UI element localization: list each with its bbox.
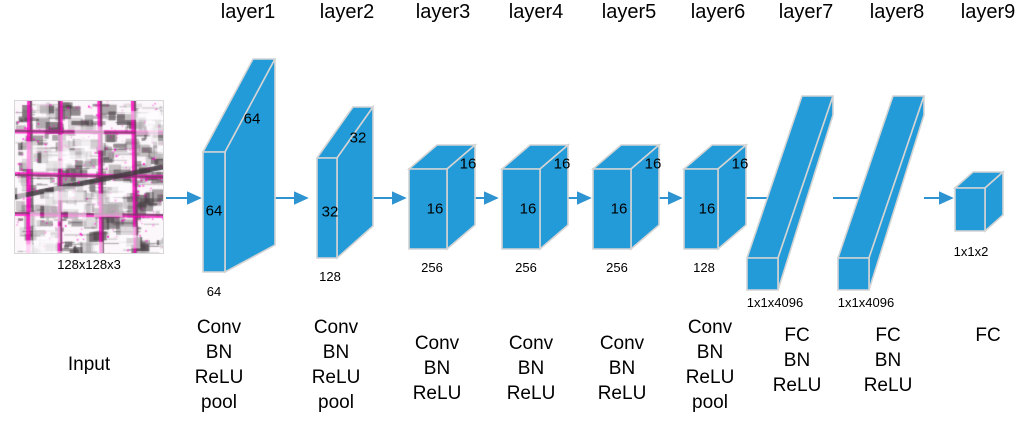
block-layer9 [952, 170, 1006, 233]
layer1-depth-label: 64 [243, 110, 261, 128]
input-image [14, 100, 164, 254]
layer1-width-label: 64 [206, 284, 222, 299]
layer2-depth-label: 32 [349, 129, 367, 147]
layer6-width-label: 128 [693, 260, 715, 275]
layer3-width-label: 256 [421, 260, 443, 275]
block-layer5 [590, 143, 662, 251]
layer-title-2: layer2 [319, 1, 375, 23]
block-layer4 [499, 143, 571, 251]
layer-title-4: layer4 [508, 1, 564, 23]
layer2-height-label: 32 [321, 203, 339, 221]
layer4-depth-label: 16 [553, 155, 571, 173]
aerial-map-tile [15, 101, 163, 253]
layer-title-9: layer9 [960, 1, 1016, 23]
layer6-height-label: 16 [698, 200, 716, 218]
block-layer3 [406, 143, 478, 251]
layer6-depth-label: 16 [731, 155, 749, 173]
layer-title-5: layer5 [601, 1, 657, 23]
layer3-height-label: 16 [426, 200, 444, 218]
block-layer7 [745, 95, 835, 291]
layer-title-8: layer8 [869, 1, 925, 23]
layer9-width-label: 1x1x2 [953, 244, 989, 259]
input-op-label: Input [67, 354, 111, 375]
layer4-height-label: 16 [519, 200, 537, 218]
layer1-height-label: 64 [205, 202, 223, 220]
layer5-height-label: 16 [610, 200, 628, 218]
layer3-depth-label: 16 [459, 155, 477, 173]
layer-title-1: layer1 [220, 1, 276, 23]
layer5-width-label: 256 [606, 260, 628, 275]
layer-title-3: layer3 [415, 1, 471, 23]
layer-title-7: layer7 [778, 1, 834, 23]
block-layer2 [315, 104, 375, 260]
layer9-ops-label: FC [975, 325, 1001, 346]
layer4-width-label: 256 [515, 260, 537, 275]
layer-title-6: layer6 [690, 1, 746, 23]
block-layer6 [681, 143, 749, 251]
block-layer1 [201, 58, 277, 274]
layer2-width-label: 128 [319, 269, 341, 284]
layer5-depth-label: 16 [644, 155, 662, 173]
input-dims-label: 128x128x3 [57, 257, 121, 272]
layer7-width-label: 1x1x4096 [746, 295, 804, 310]
layer8-width-label: 1x1x4096 [837, 295, 895, 310]
block-layer8 [836, 95, 926, 291]
